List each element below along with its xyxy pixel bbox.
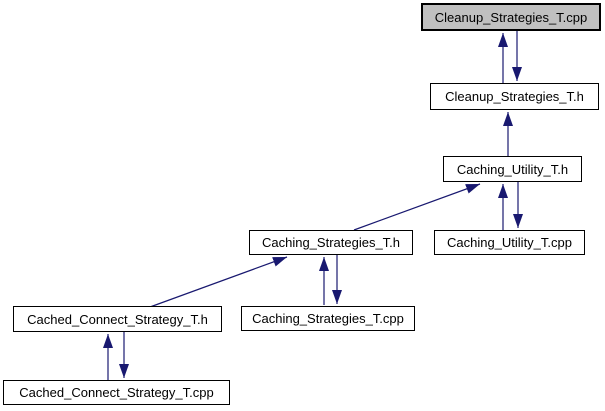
node-caching-utility-t-cpp[interactable]: Caching_Utility_T.cpp — [434, 230, 585, 255]
node-caching-utility-t-h[interactable]: Caching_Utility_T.h — [443, 156, 582, 182]
node-cached-connect-strategy-t-h[interactable]: Cached_Connect_Strategy_T.h — [13, 306, 222, 332]
node-caching-strategies-t-cpp[interactable]: Caching_Strategies_T.cpp — [241, 306, 415, 331]
node-cached-connect-strategy-t-cpp[interactable]: Cached_Connect_Strategy_T.cpp — [3, 380, 230, 405]
edge-cachingstrategiesh-to-cachingutilityh — [353, 183, 481, 231]
node-cleanup-strategies-t-cpp[interactable]: Cleanup_Strategies_T.cpp — [421, 3, 601, 31]
node-cleanup-strategies-t-h[interactable]: Cleanup_Strategies_T.h — [430, 83, 599, 110]
edge-cachedconnecth-to-cachingstrategiesh — [149, 256, 288, 308]
node-caching-strategies-t-h[interactable]: Caching_Strategies_T.h — [249, 230, 413, 255]
